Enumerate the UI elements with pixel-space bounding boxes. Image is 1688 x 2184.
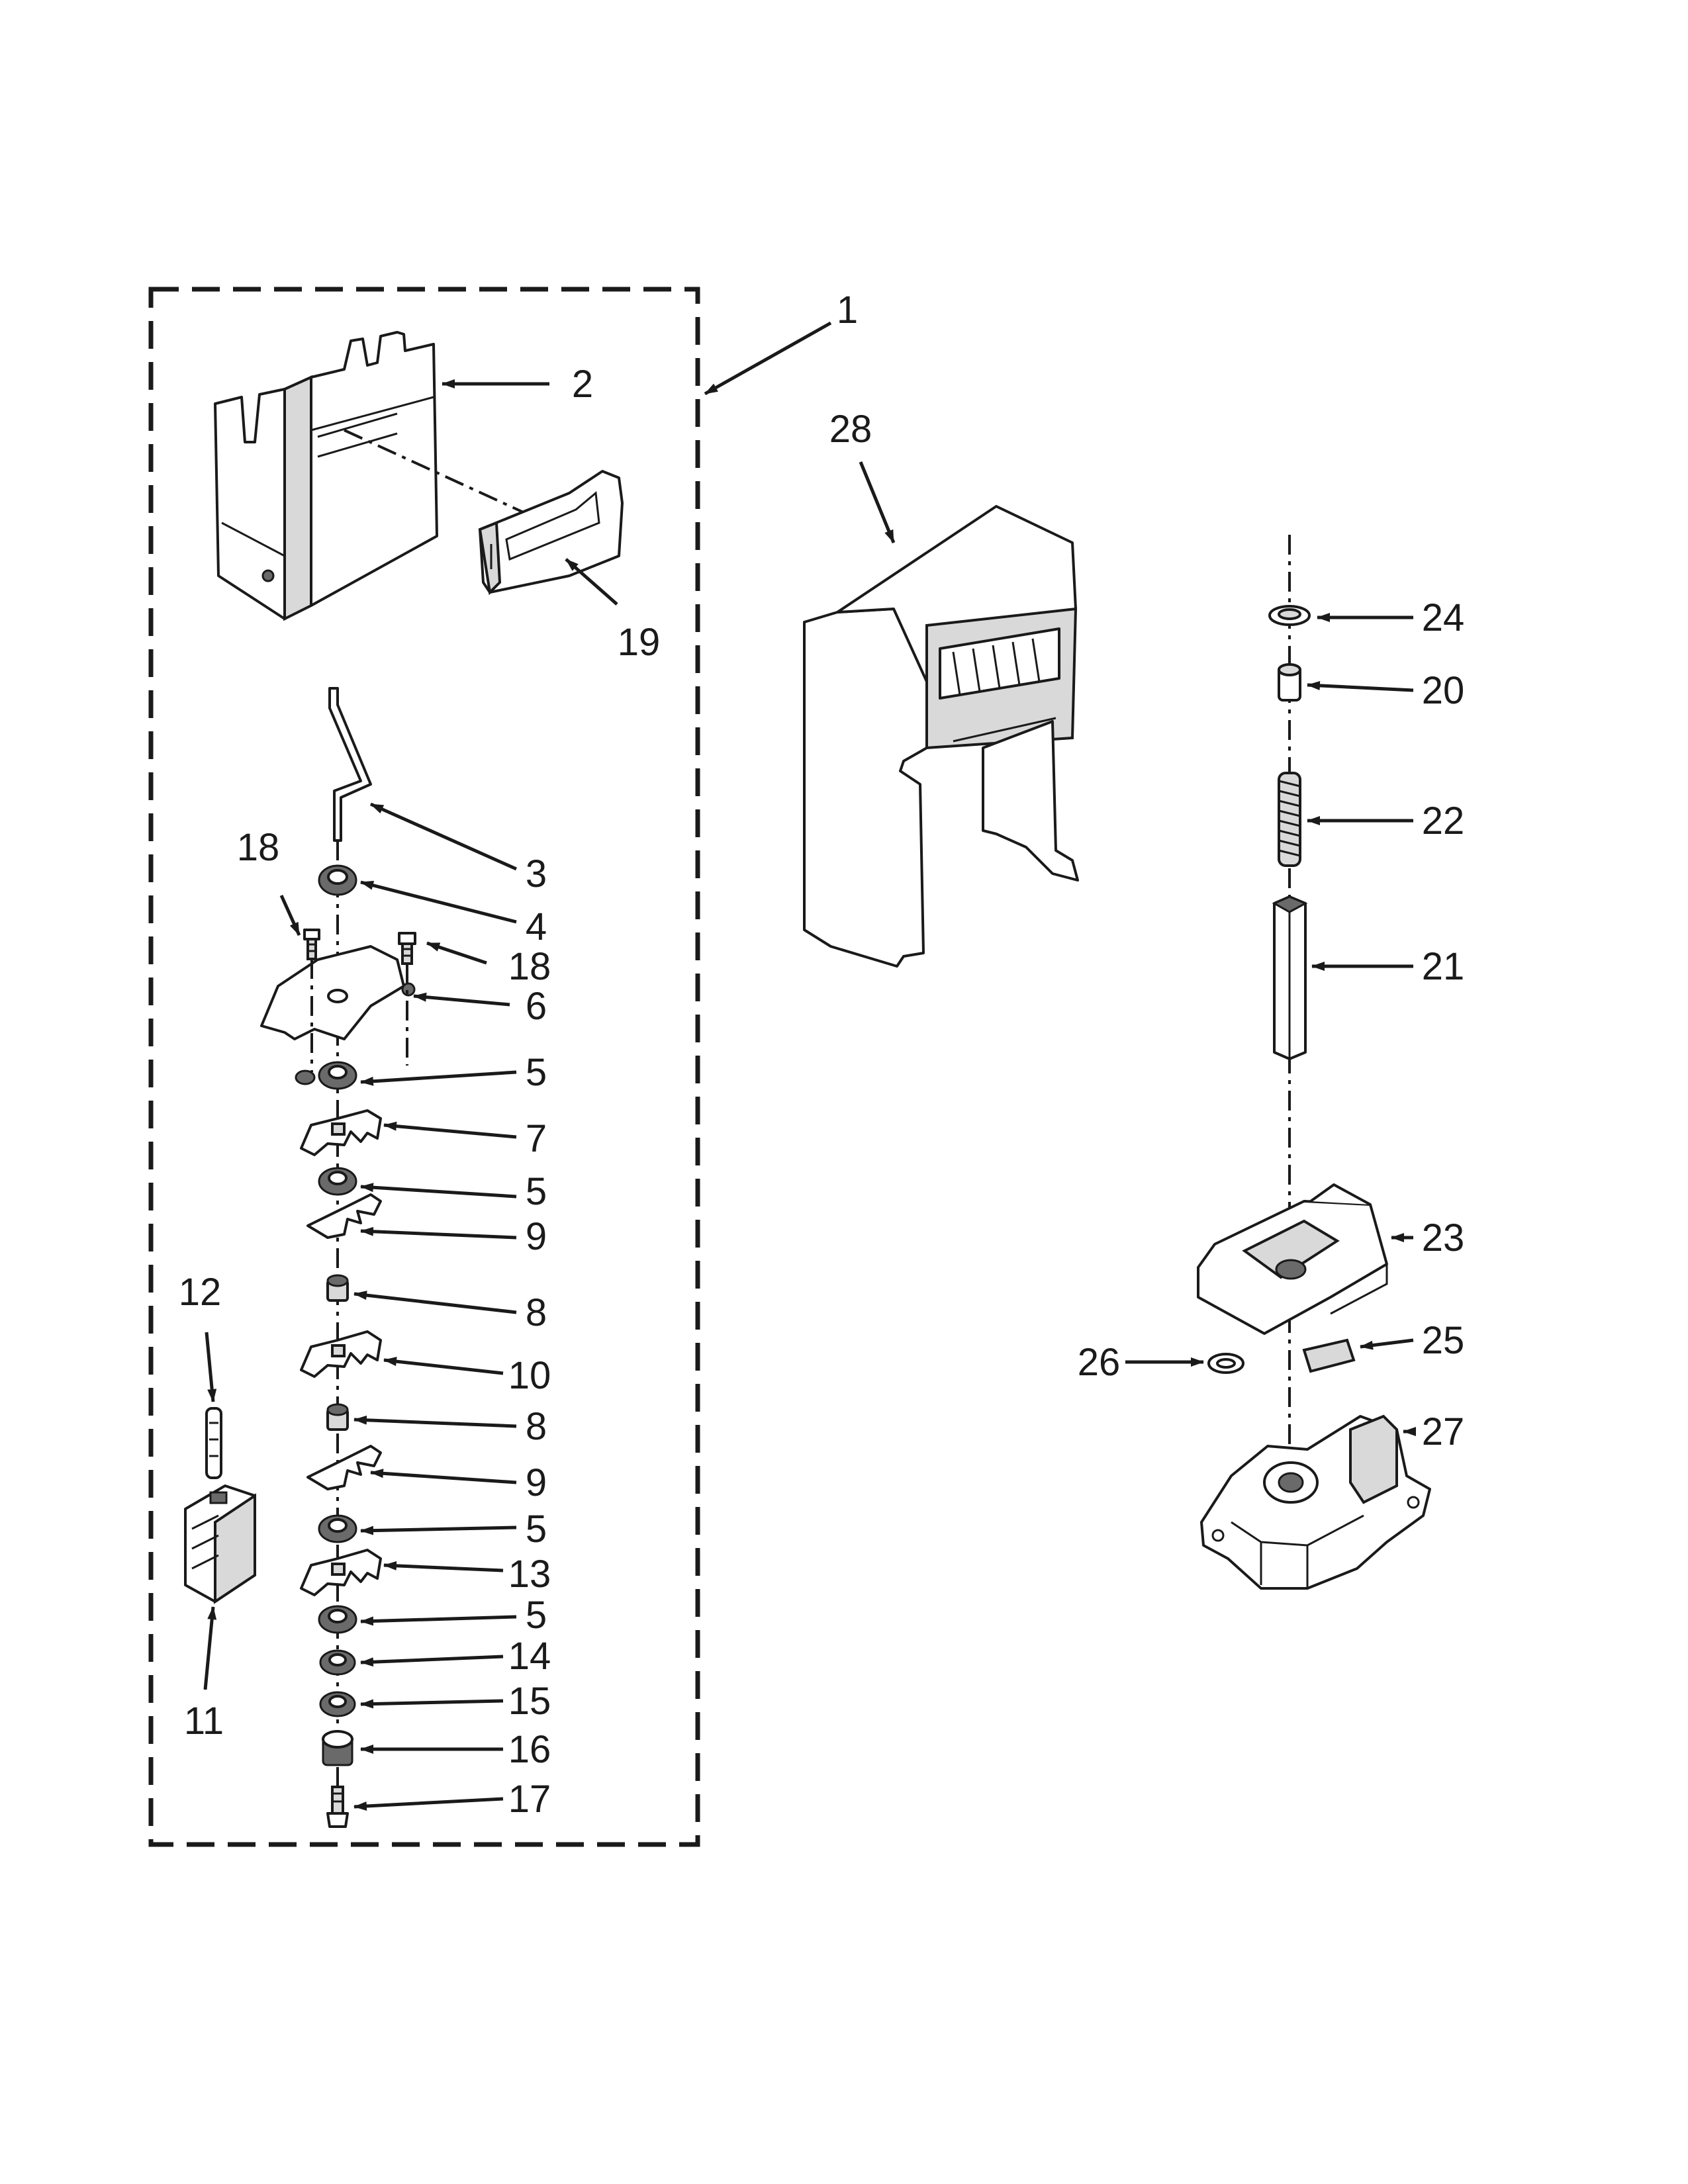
part-28-cover (803, 505, 1079, 968)
callout-18: 18 (508, 945, 551, 988)
callout-27: 27 (1422, 1410, 1465, 1453)
callout-1: 1 (837, 289, 858, 332)
callout-18: 18 (237, 826, 280, 869)
callout-12: 12 (179, 1271, 222, 1314)
part-17-screw (326, 1786, 349, 1828)
part-15-washer (319, 1691, 356, 1717)
callout-5: 5 (526, 1508, 547, 1551)
part-2-housing (214, 331, 438, 621)
part-6-plate (260, 945, 416, 1085)
part-13-cam (300, 1549, 382, 1596)
callout-10: 10 (508, 1354, 551, 1397)
callout-9: 9 (526, 1215, 547, 1258)
part-18-screw-left (303, 929, 320, 960)
part-23-housing (1197, 1183, 1388, 1335)
axis-2-19 (344, 429, 536, 519)
callout-15: 15 (508, 1680, 551, 1723)
part-25-clip (1302, 1338, 1356, 1373)
callout-25: 25 (1422, 1319, 1465, 1362)
callout-5: 5 (526, 1594, 547, 1637)
part-11-block (184, 1484, 256, 1604)
part-21-shaft (1272, 895, 1308, 1060)
callout-5: 5 (526, 1051, 547, 1094)
part-27-motor (1200, 1414, 1431, 1590)
callout-11: 11 (184, 1700, 224, 1743)
part-20-coupler (1278, 663, 1301, 702)
part-8-spacer (326, 1274, 349, 1302)
callout-16: 16 (508, 1728, 551, 1771)
callout-9: 9 (526, 1461, 547, 1504)
part-9-blade (306, 1193, 382, 1239)
callout-8: 8 (526, 1405, 547, 1448)
part-14-washer (319, 1649, 356, 1676)
part-3-wire (328, 687, 372, 842)
part-18-screw-right (398, 932, 416, 965)
callout-2: 2 (572, 363, 593, 406)
callout-24: 24 (1422, 596, 1465, 639)
callout-22: 22 (1422, 799, 1465, 842)
callout-8: 8 (526, 1291, 547, 1334)
part-22-spring (1278, 772, 1301, 867)
part-12-pin (205, 1407, 222, 1479)
callout-21: 21 (1422, 945, 1465, 988)
callout-5: 5 (526, 1170, 547, 1213)
part-8-spacer (326, 1403, 349, 1431)
assembly-boundary (148, 287, 700, 1847)
callout-6: 6 (526, 985, 547, 1028)
callout-4: 4 (526, 905, 547, 948)
part-10-cam (300, 1330, 382, 1378)
callout-20: 20 (1422, 669, 1465, 712)
part-5-washer (318, 1605, 357, 1634)
part-24-seal (1268, 605, 1311, 626)
part-26-washer (1207, 1353, 1244, 1374)
callout-23: 23 (1422, 1216, 1465, 1259)
part-5-washer (318, 1061, 357, 1090)
callout-26: 26 (1078, 1341, 1121, 1384)
part-9-blade (306, 1445, 382, 1490)
callout-19: 19 (618, 621, 661, 664)
part-4-bushing (318, 864, 357, 896)
part-19-bracket (478, 470, 624, 596)
callout-28: 28 (829, 408, 872, 451)
callout-14: 14 (508, 1635, 551, 1678)
callout-7: 7 (526, 1117, 547, 1160)
part-5-washer (318, 1167, 357, 1196)
part-7-cam (300, 1109, 382, 1156)
part-16-bearing (322, 1730, 353, 1766)
part-5-washer (318, 1514, 357, 1543)
callout-17: 17 (508, 1778, 551, 1821)
callout-13: 13 (508, 1553, 551, 1596)
callout-3: 3 (526, 852, 547, 895)
